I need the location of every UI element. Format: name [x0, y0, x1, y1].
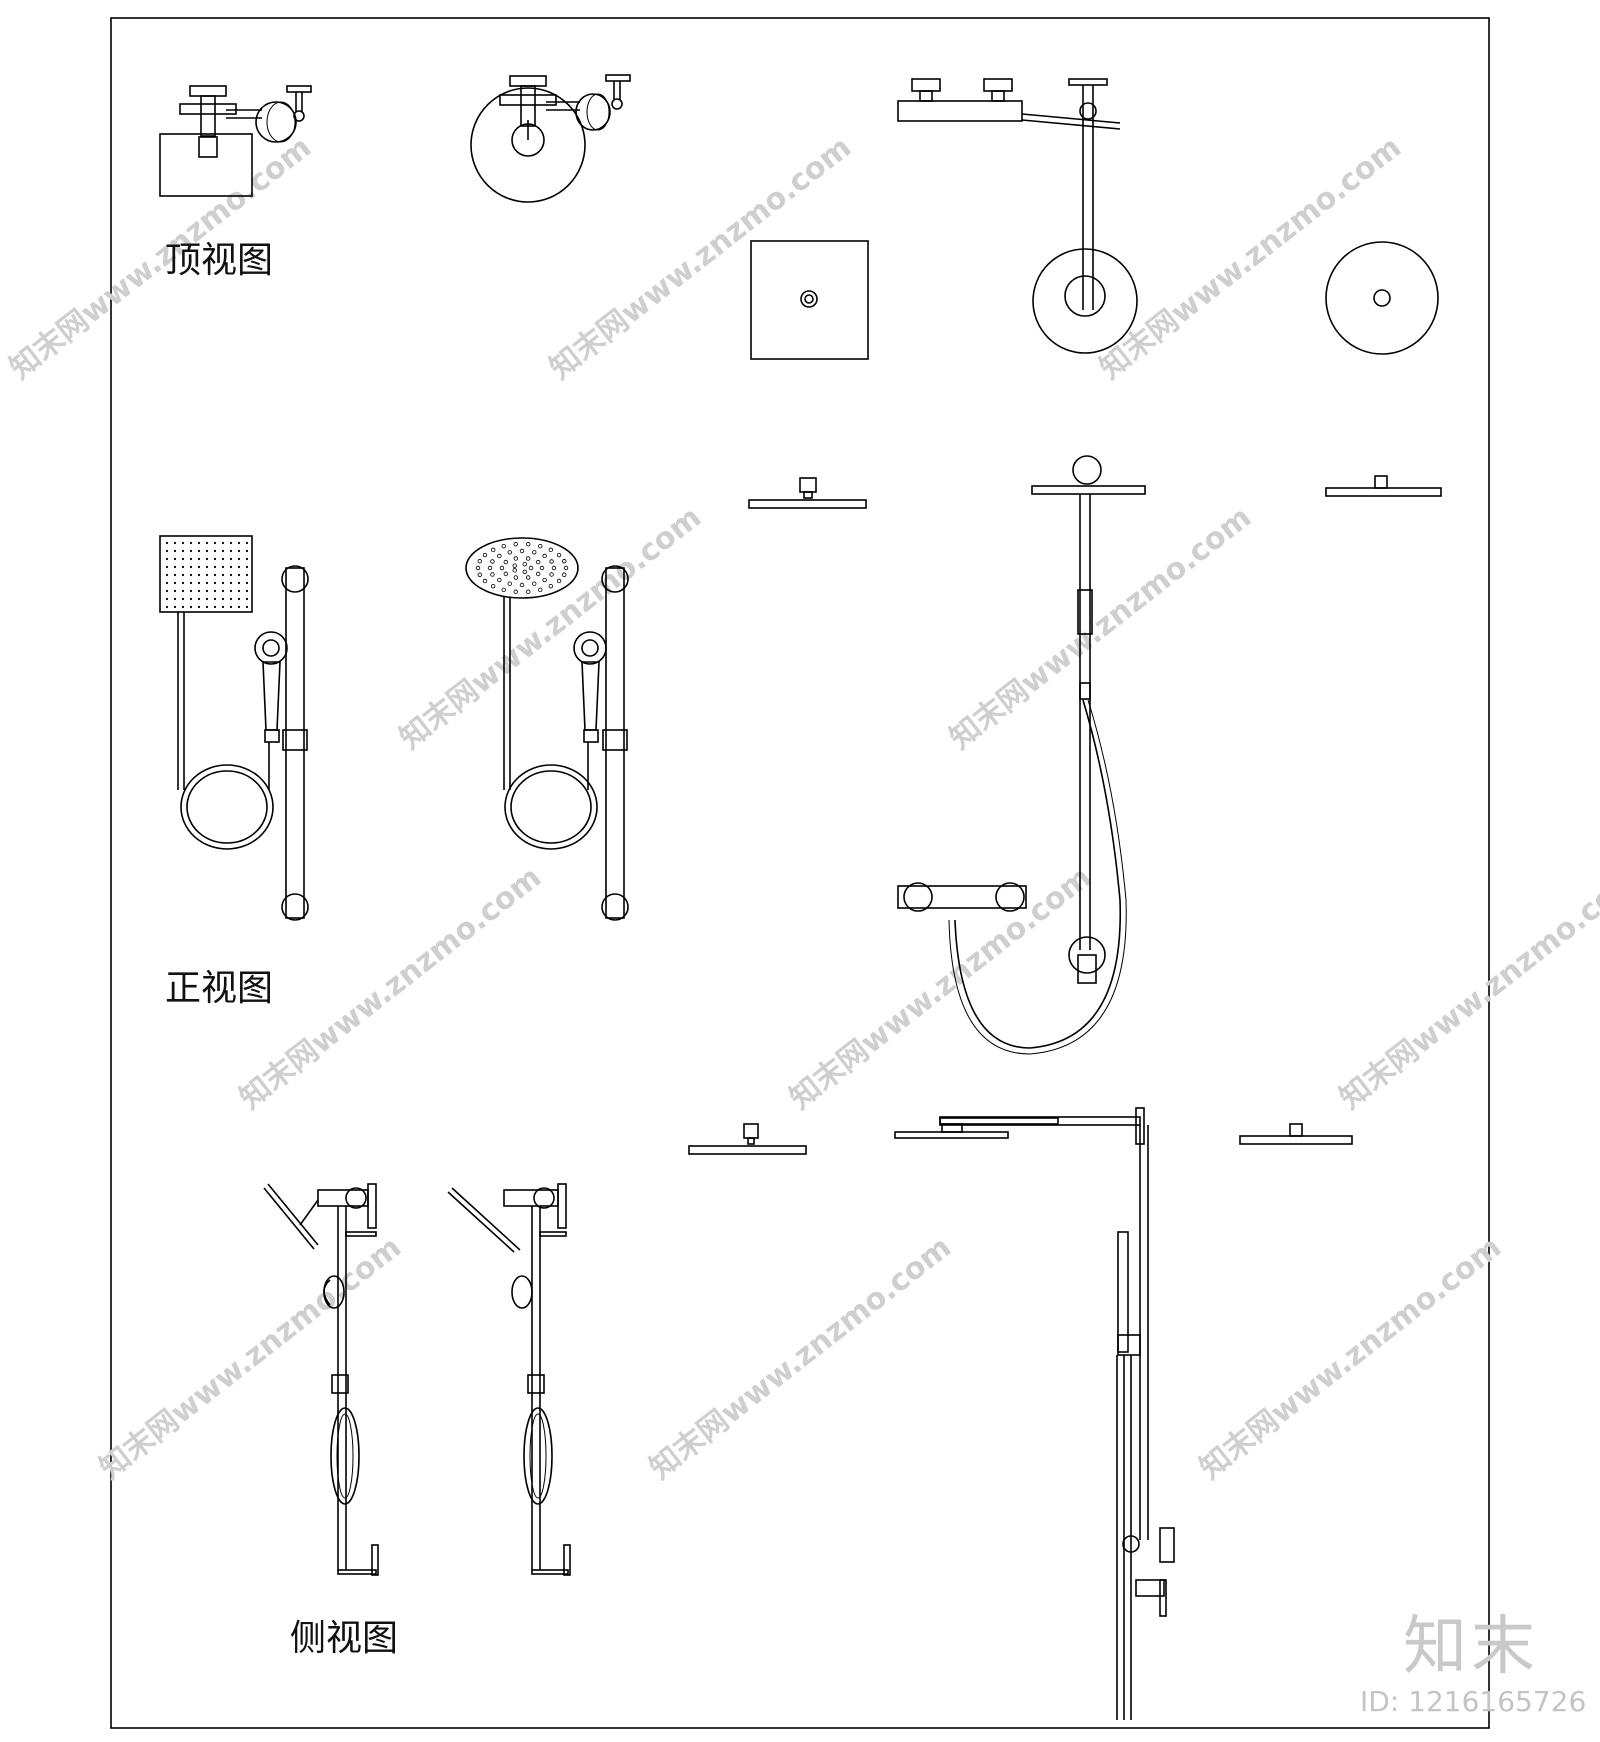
svg-text:知末网www.znzmo.com: 知末网www.znzmo.com	[783, 860, 1098, 1117]
svg-text:知末网www.znzmo.com: 知末网www.znzmo.com	[93, 1230, 408, 1487]
label-top-view: 顶视图	[165, 240, 273, 281]
svg-text:知末网www.znzmo.com: 知末网www.znzmo.com	[233, 860, 548, 1117]
svg-text:知末网www.znzmo.com: 知末网www.znzmo.com	[1093, 130, 1408, 387]
top-view-shower-square	[159, 85, 312, 197]
front-view-square-ceiling-head	[748, 477, 867, 509]
top-view-round-ceiling-head	[1325, 241, 1439, 355]
svg-text:知末网www.znzmo.com: 知末网www.znzmo.com	[643, 1230, 958, 1487]
side-view-thermostatic-column	[894, 1107, 1175, 1720]
square-head-nozzles	[165, 541, 249, 609]
sheet-border	[110, 17, 1490, 1729]
label-side-view: 侧视图	[290, 1618, 398, 1659]
svg-text:知末网www.znzmo.com: 知末网www.znzmo.com	[1333, 860, 1600, 1117]
front-view-thermostatic-column	[897, 455, 1146, 1055]
front-view-round-ceiling-head	[1325, 475, 1442, 497]
svg-text:知末网www.znzmo.com: 知末网www.znzmo.com	[943, 500, 1258, 757]
side-view-square-ceiling-head	[688, 1123, 807, 1155]
watermarks: 知末网www.znzmo.com 知末网www.znzmo.com 知末网www…	[3, 130, 1600, 1487]
round-head-nozzles	[475, 542, 569, 594]
top-view-shower-round	[470, 74, 631, 203]
svg-text:知末网www.znzmo.com: 知末网www.znzmo.com	[393, 500, 708, 757]
side-view-shower-round	[447, 1183, 571, 1576]
front-view-shower-round	[465, 537, 629, 921]
top-view-square-ceiling-head	[750, 240, 869, 360]
side-view-shower-square	[263, 1183, 379, 1576]
top-view-thermostatic-column	[897, 78, 1138, 354]
brand-logo: 知末	[1403, 1610, 1539, 1684]
image-id: ID: 1216165726	[1360, 1685, 1587, 1718]
front-view-shower-square	[159, 535, 309, 921]
label-front-view: 正视图	[165, 968, 273, 1009]
side-view-round-ceiling-head	[1239, 1123, 1353, 1145]
svg-text:知末网www.znzmo.com: 知末网www.znzmo.com	[1193, 1230, 1508, 1487]
svg-text:知末网www.znzmo.com: 知末网www.znzmo.com	[543, 130, 858, 387]
